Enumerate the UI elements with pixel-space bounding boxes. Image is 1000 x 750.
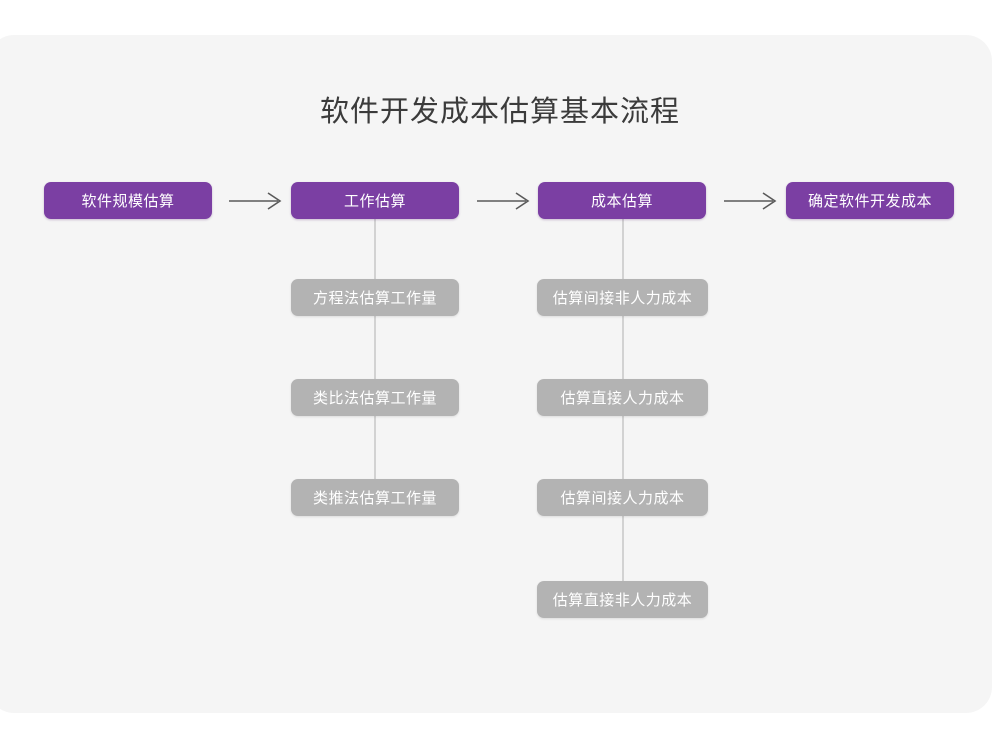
connector-line-stage2 (374, 200, 376, 500)
substep-node-equation-method-effort[interactable]: 方程法估算工作量 (291, 279, 459, 316)
page-title: 软件开发成本估算基本流程 (319, 96, 680, 128)
substep-node-direct-labor-cost[interactable]: 估算直接人力成本 (537, 379, 708, 416)
right-arrow-icon (477, 192, 530, 210)
substep-node-indirect-labor-cost[interactable]: 估算间接人力成本 (537, 479, 708, 516)
substep-node-direct-nonlabor-cost[interactable]: 估算直接非人力成本 (537, 581, 708, 618)
stage-node-software-scale-estimation[interactable]: 软件规模估算 (44, 182, 212, 219)
right-arrow-icon (229, 192, 282, 210)
right-arrow-icon (724, 192, 777, 210)
substep-node-indirect-nonlabor-cost[interactable]: 估算间接非人力成本 (537, 279, 708, 316)
stage-node-determine-development-cost[interactable]: 确定软件开发成本 (786, 182, 954, 219)
stage-node-cost-estimation[interactable]: 成本估算 (538, 182, 706, 219)
diagram-card-background (0, 35, 992, 713)
stage-node-effort-estimation[interactable]: 工作估算 (291, 182, 459, 219)
substep-node-inference-method-effort[interactable]: 类推法估算工作量 (291, 479, 459, 516)
substep-node-analogy-method-effort[interactable]: 类比法估算工作量 (291, 379, 459, 416)
